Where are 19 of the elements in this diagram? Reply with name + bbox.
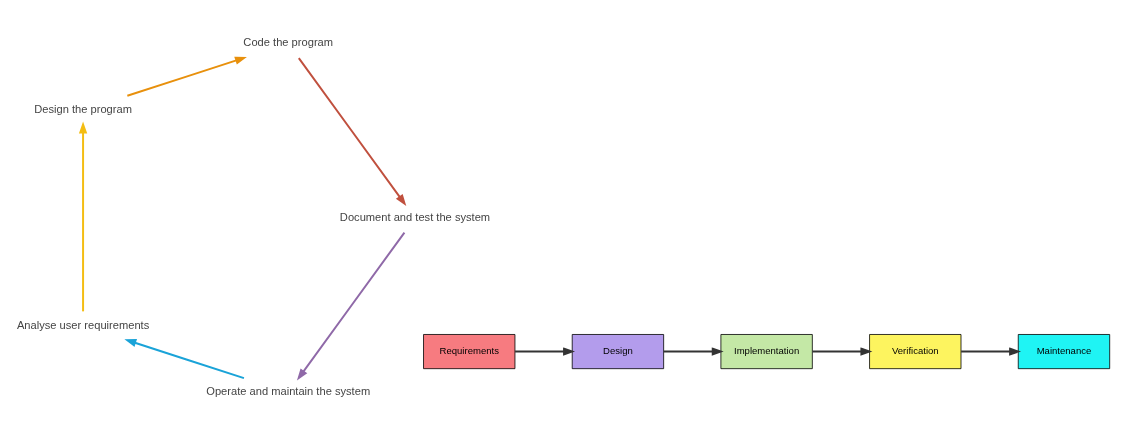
node-box: Implementation <box>720 333 813 369</box>
node-text: Design the program <box>34 102 132 115</box>
arrow <box>811 346 873 356</box>
arrow <box>662 346 724 356</box>
arrow <box>124 338 245 379</box>
arrow <box>514 346 575 356</box>
node-text: Analyse user requirements <box>16 318 150 331</box>
node-box: Requirements <box>423 333 516 369</box>
node-box: Maintenance <box>1017 333 1111 369</box>
arrow <box>126 56 247 97</box>
node-text: Operate and maintain the system <box>206 384 371 397</box>
node-box: Design <box>571 333 665 369</box>
node-text: Document and test the system <box>339 210 491 223</box>
arrow <box>296 231 406 381</box>
arrow <box>297 56 407 206</box>
node-box: Verification <box>869 333 962 369</box>
node-text: Code the program <box>243 35 334 48</box>
arrow <box>78 121 88 312</box>
arrow <box>960 346 1022 356</box>
